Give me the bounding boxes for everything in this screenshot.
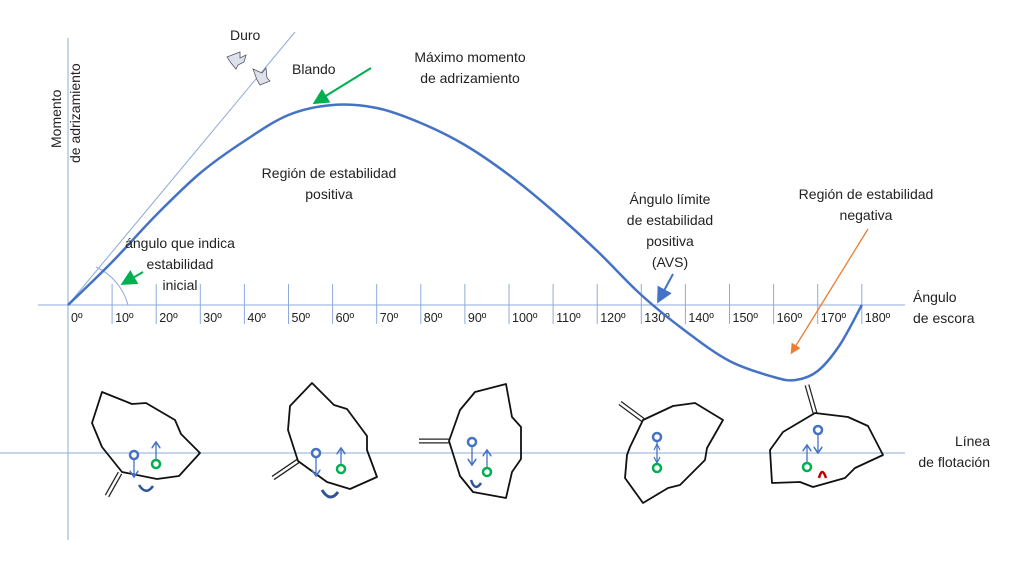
boat-1 bbox=[91, 391, 201, 498]
x-tick-label: 120º bbox=[600, 311, 626, 325]
waterline-label-1: Línea bbox=[955, 433, 990, 449]
y-axis-label-1: Momento bbox=[48, 89, 64, 148]
center-of-gravity-icon bbox=[310, 447, 322, 459]
x-tick-label: 150º bbox=[733, 311, 759, 325]
stability-curve bbox=[67, 103, 863, 382]
negative-region-label-1: Región de estabilidad bbox=[799, 186, 934, 202]
center-of-buoyancy-icon bbox=[801, 461, 813, 473]
x-tick-label: 80º bbox=[424, 311, 443, 325]
x-tick-label: 70º bbox=[380, 311, 399, 325]
boat-2 bbox=[271, 382, 378, 499]
soft-arrow-icon bbox=[252, 66, 271, 86]
center-of-gravity-icon bbox=[466, 436, 478, 448]
x-tick-label: 160º bbox=[777, 311, 803, 325]
initial-angle-arrow bbox=[120, 270, 144, 286]
x-tick-label: 50º bbox=[292, 311, 311, 325]
righting-moment-icon bbox=[137, 484, 155, 492]
positive-region-label-1: Región de estabilidad bbox=[262, 165, 397, 181]
avs-label-1: Ángulo límite bbox=[630, 191, 711, 207]
boat-3 bbox=[419, 383, 522, 499]
waterline-label-2: de flotación bbox=[918, 454, 990, 470]
initial-angle-label-1: ángulo que indica bbox=[125, 235, 235, 251]
max-moment-label-1: Máximo momento bbox=[414, 49, 525, 65]
x-tick-label: 10º bbox=[115, 311, 134, 325]
soft-label: Blando bbox=[292, 61, 336, 77]
max-moment-label-2: de adrizamiento bbox=[420, 70, 520, 86]
boat-5 bbox=[769, 384, 884, 488]
initial-angle-arc bbox=[95, 266, 129, 306]
center-of-gravity-icon bbox=[651, 431, 663, 443]
max-moment-arrow bbox=[312, 67, 372, 105]
x-tick-label: 0º bbox=[71, 311, 83, 325]
x-axis-label-2: de escora bbox=[913, 310, 975, 326]
y-axis-label-2: de adrizamiento bbox=[67, 63, 83, 163]
avs-label-4: (AVS) bbox=[652, 254, 688, 270]
x-tick-label: 180º bbox=[865, 311, 891, 325]
x-tick-label: 90º bbox=[468, 311, 487, 325]
initial-angle-label-3: inicial bbox=[162, 277, 197, 293]
avs-arrow bbox=[657, 273, 674, 304]
x-tick-label: 40º bbox=[247, 311, 266, 325]
x-tick-label: 30º bbox=[203, 311, 222, 325]
x-axis-label-1: Ángulo bbox=[913, 289, 957, 305]
center-of-buoyancy-icon bbox=[150, 458, 162, 470]
negative-region-arrow bbox=[790, 228, 869, 355]
center-of-buoyancy-icon bbox=[651, 462, 663, 474]
capsizing-moment-icon bbox=[817, 470, 828, 479]
avs-label-3: positiva bbox=[646, 233, 694, 249]
hard-arrow-icon bbox=[226, 51, 247, 70]
x-ticks: 0º 10º 20º 30º 40º 50º 60º 70º 80º 90º 100º 110º 120… bbox=[71, 284, 891, 325]
x-tick-label: 140º bbox=[688, 311, 714, 325]
x-tick-label: 170º bbox=[821, 311, 847, 325]
positive-region-label-2: positiva bbox=[305, 186, 353, 202]
righting-moment-icon bbox=[469, 479, 483, 489]
x-tick-label: 100º bbox=[512, 311, 538, 325]
boat-4 bbox=[618, 400, 724, 504]
x-tick-label: 20º bbox=[159, 311, 178, 325]
righting-moment-icon bbox=[320, 489, 340, 499]
avs-label-2: de estabilidad bbox=[627, 212, 713, 228]
x-tick-label: 130º bbox=[644, 311, 670, 325]
center-of-gravity-icon bbox=[812, 424, 824, 436]
x-tick-label: 60º bbox=[336, 311, 355, 325]
initial-angle-label-2: estabilidad bbox=[147, 256, 214, 272]
center-of-buoyancy-icon bbox=[481, 466, 493, 478]
center-of-buoyancy-icon bbox=[335, 463, 347, 475]
x-tick-label: 110º bbox=[556, 311, 581, 325]
hard-label: Duro bbox=[230, 27, 261, 43]
negative-region-label-2: negativa bbox=[840, 207, 893, 223]
center-of-gravity-icon bbox=[128, 449, 140, 461]
